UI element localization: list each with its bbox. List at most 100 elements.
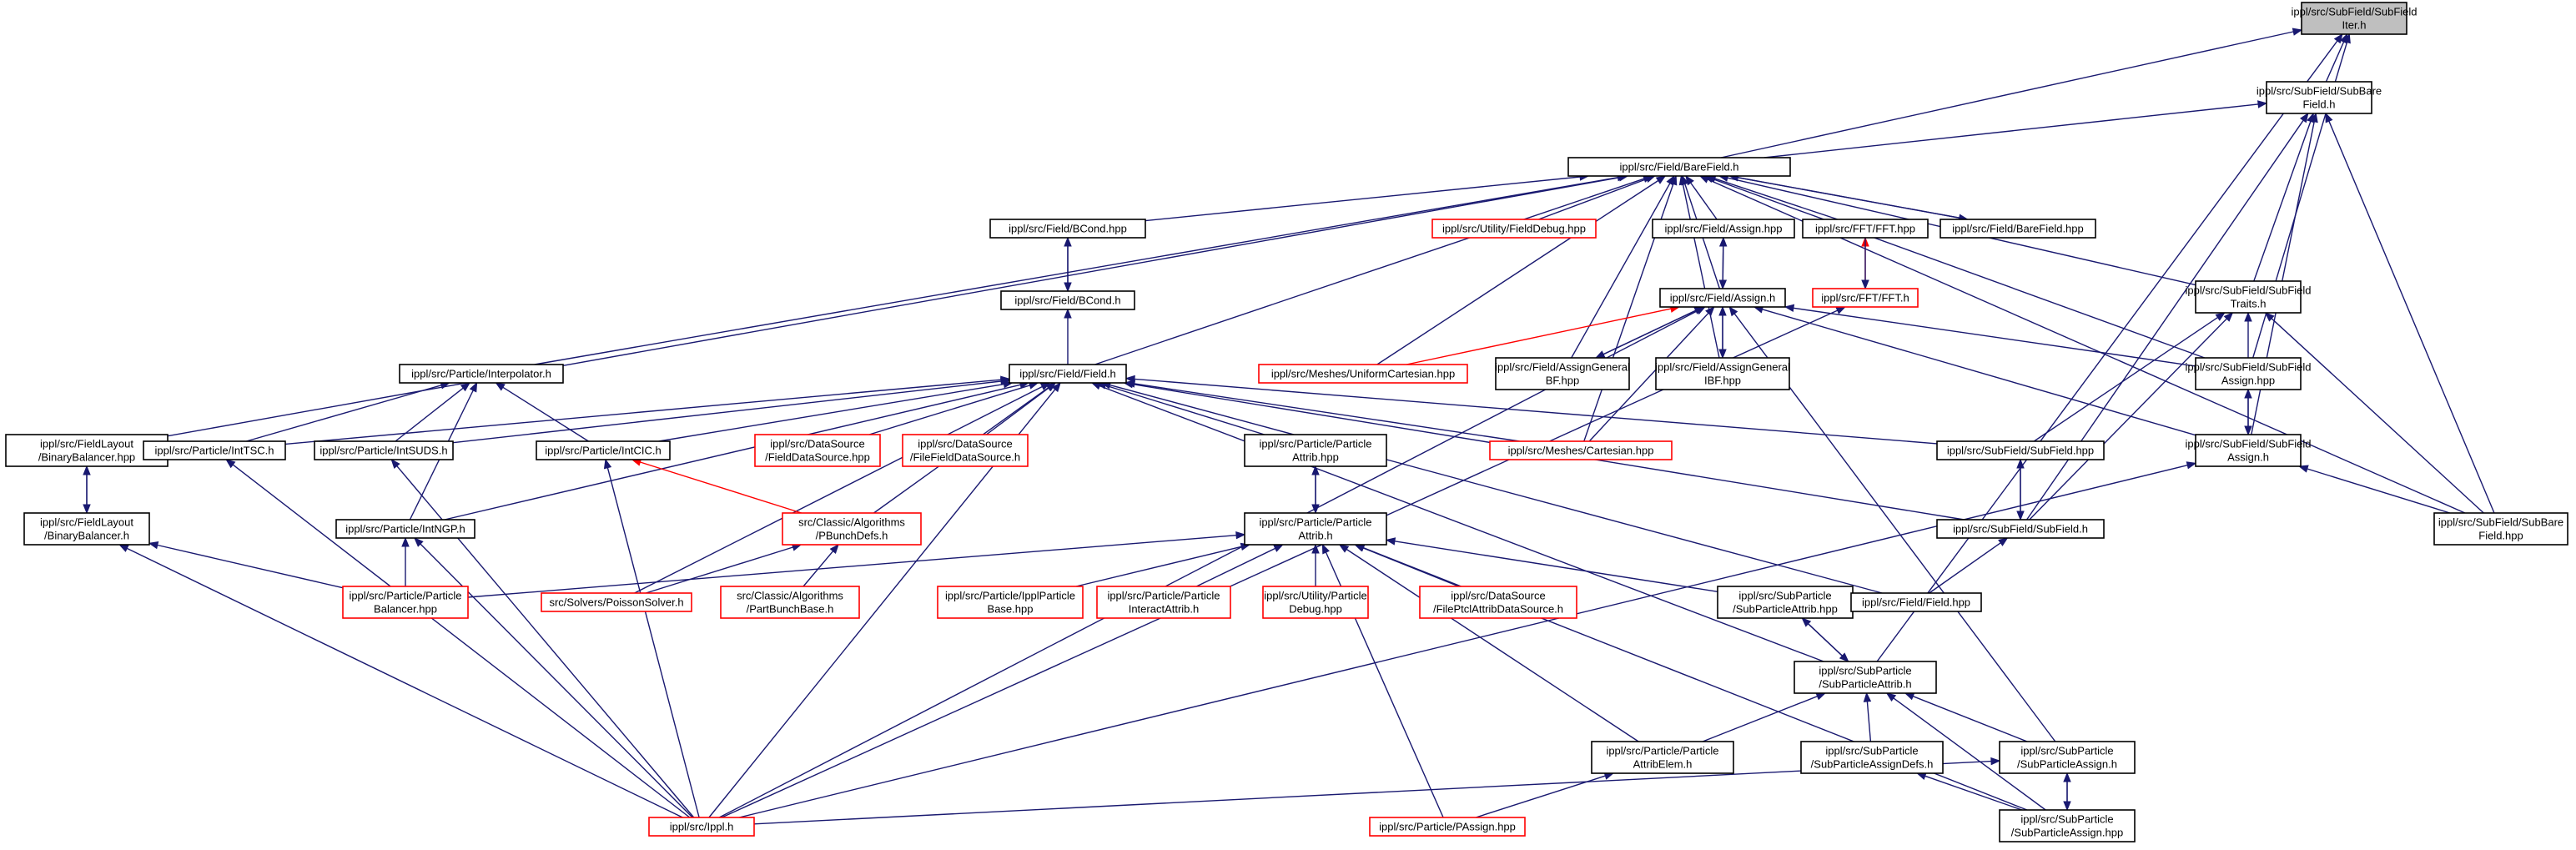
node-box[interactable] <box>1009 364 1127 384</box>
node-box[interactable] <box>1794 661 1937 694</box>
node-box[interactable] <box>648 817 755 837</box>
node-box[interactable] <box>1800 741 1944 774</box>
node-box[interactable] <box>1431 219 1597 239</box>
file-node-cartesian[interactable]: ippl/src/Meshes/Cartesian.hpp <box>1489 440 1673 460</box>
node-box[interactable] <box>989 219 1146 239</box>
file-node-barefield_hpp[interactable]: ippl/src/Field/BareField.hpp <box>1940 219 2096 239</box>
node-box[interactable] <box>143 440 286 460</box>
node-box[interactable] <box>2433 512 2568 546</box>
node-box[interactable] <box>1940 219 2096 239</box>
node-box[interactable] <box>1591 741 1734 774</box>
file-node-field_h[interactable]: ippl/src/Field/Field.h <box>1009 364 1127 384</box>
node-box[interactable] <box>754 434 881 467</box>
file-node-poissonsolver[interactable]: src/Solvers/PoissonSolver.h <box>541 592 692 612</box>
file-node-bcond_hpp[interactable]: ippl/src/Field/BCond.hpp <box>989 219 1146 239</box>
file-node-assign_h[interactable]: ippl/src/Field/Assign.h <box>1659 288 1786 308</box>
file-node-field_hpp[interactable]: ippl/src/Field/Field.hpp <box>1850 592 1982 612</box>
node-box[interactable] <box>1652 219 1795 239</box>
node-box[interactable] <box>937 586 1084 619</box>
file-node-subfield_hpp[interactable]: ippl/src/SubField/SubField.hpp <box>1936 440 2105 460</box>
node-box[interactable] <box>1936 519 2105 539</box>
file-node-binbal_hpp[interactable]: ippl/src/FieldLayout/BinaryBalancer.hpp <box>5 434 169 467</box>
file-node-passign[interactable]: ippl/src/Particle/PAssign.hpp <box>1369 817 1526 837</box>
node-box[interactable] <box>23 512 150 546</box>
file-node-fft_h[interactable]: ippl/src/FFT/FFT.h <box>1812 288 1919 308</box>
node-box[interactable] <box>1096 586 1231 619</box>
file-node-intcic[interactable]: ippl/src/Particle/IntCIC.h <box>536 440 671 460</box>
node-box[interactable] <box>1999 741 2136 774</box>
file-node-subpassigndefs[interactable]: ippl/src/SubParticle/SubParticleAssignDe… <box>1800 741 1944 774</box>
node-box[interactable] <box>1802 219 1929 239</box>
file-node-filefielddatasource[interactable]: ippl/src/DataSource/FileFieldDataSource.… <box>902 434 1029 467</box>
node-box[interactable] <box>1850 592 1982 612</box>
file-node-pbunchdefs[interactable]: src/Classic/Algorithms/PBunchDefs.h <box>782 512 922 546</box>
node-box[interactable] <box>536 440 671 460</box>
file-node-intngp[interactable]: ippl/src/Particle/IntNGP.h <box>335 519 475 539</box>
file-node-fielddatasource[interactable]: ippl/src/DataSource/FieldDataSource.hpp <box>754 434 881 467</box>
node-box[interactable] <box>1000 290 1135 310</box>
file-node-uniformcart[interactable]: ippl/src/Meshes/UniformCartesian.hpp <box>1258 364 1468 384</box>
file-node-subpassign_h[interactable]: ippl/src/SubParticle/SubParticleAssign.h <box>1999 741 2136 774</box>
file-node-ippl_h[interactable]: ippl/src/Ippl.h <box>648 817 755 837</box>
node-box[interactable] <box>541 592 692 612</box>
node-label: ippl/src/SubParticle <box>1819 665 1911 677</box>
node-box[interactable] <box>1489 440 1673 460</box>
node-box[interactable] <box>782 512 922 546</box>
node-box[interactable] <box>1495 357 1630 390</box>
file-node-interpolator[interactable]: ippl/src/Particle/Interpolator.h <box>399 364 564 384</box>
node-box[interactable] <box>5 434 169 467</box>
file-node-fft_hpp[interactable]: ippl/src/FFT/FFT.hpp <box>1802 219 1929 239</box>
node-box[interactable] <box>2195 357 2302 390</box>
node-box[interactable] <box>902 434 1029 467</box>
node-box[interactable] <box>1812 288 1919 308</box>
node-box[interactable] <box>1244 512 1387 546</box>
node-box[interactable] <box>1936 440 2105 460</box>
node-box[interactable] <box>2195 280 2302 314</box>
node-box[interactable] <box>1655 357 1790 390</box>
file-node-subfield_h[interactable]: ippl/src/SubField/SubField.h <box>1936 519 2105 539</box>
node-box[interactable] <box>1999 809 2136 842</box>
file-node-intsuds[interactable]: ippl/src/Particle/IntSUDS.h <box>314 440 454 460</box>
node-box[interactable] <box>1567 157 1791 177</box>
node-box[interactable] <box>2301 2 2407 35</box>
node-box[interactable] <box>1244 434 1387 467</box>
node-box[interactable] <box>2266 81 2372 114</box>
file-node-barefield_h[interactable]: ippl/src/Field/BareField.h <box>1567 157 1791 177</box>
file-node-bcond_h[interactable]: ippl/src/Field/BCond.h <box>1000 290 1135 310</box>
node-box[interactable] <box>720 586 860 619</box>
node-box[interactable] <box>314 440 454 460</box>
node-box[interactable] <box>1659 288 1786 308</box>
node-box[interactable] <box>1258 364 1468 384</box>
file-node-inttsc[interactable]: ippl/src/Particle/IntTSC.h <box>143 440 286 460</box>
file-node-binbal_h[interactable]: ippl/src/FieldLayout/BinaryBalancer.h <box>23 512 150 546</box>
file-node-subpattrib_hpp[interactable]: ippl/src/SubParticle/SubParticleAttrib.h… <box>1717 586 1854 619</box>
node-box[interactable] <box>342 586 469 619</box>
file-node-partbunchbase[interactable]: src/Classic/Algorithms/PartBunchBase.h <box>720 586 860 619</box>
node-box[interactable] <box>2195 434 2302 467</box>
file-node-attrib_hpp[interactable]: ippl/src/Particle/ParticleAttrib.hpp <box>1244 434 1387 467</box>
node-box[interactable] <box>1369 817 1526 837</box>
file-node-fileptclattrib[interactable]: ippl/src/DataSource/FilePtclAttribDataSo… <box>1419 586 1577 619</box>
node-box[interactable] <box>399 364 564 384</box>
file-node-fielddebug[interactable]: ippl/src/Utility/FieldDebug.hpp <box>1431 219 1597 239</box>
node-box[interactable] <box>1262 586 1369 619</box>
file-node-subpattrib_h[interactable]: ippl/src/SubParticle/SubParticleAttrib.h <box>1794 661 1937 694</box>
file-node-attrib_h[interactable]: ippl/src/Particle/ParticleAttrib.h <box>1244 512 1387 546</box>
file-node-interactattrib[interactable]: ippl/src/Particle/ParticleInteractAttrib… <box>1096 586 1231 619</box>
file-node-subpassign_hpp[interactable]: ippl/src/SubParticle/SubParticleAssign.h… <box>1999 809 2136 842</box>
node-box[interactable] <box>335 519 475 539</box>
file-node-assign_hpp[interactable]: ippl/src/Field/Assign.hpp <box>1652 219 1795 239</box>
node-box[interactable] <box>1419 586 1577 619</box>
